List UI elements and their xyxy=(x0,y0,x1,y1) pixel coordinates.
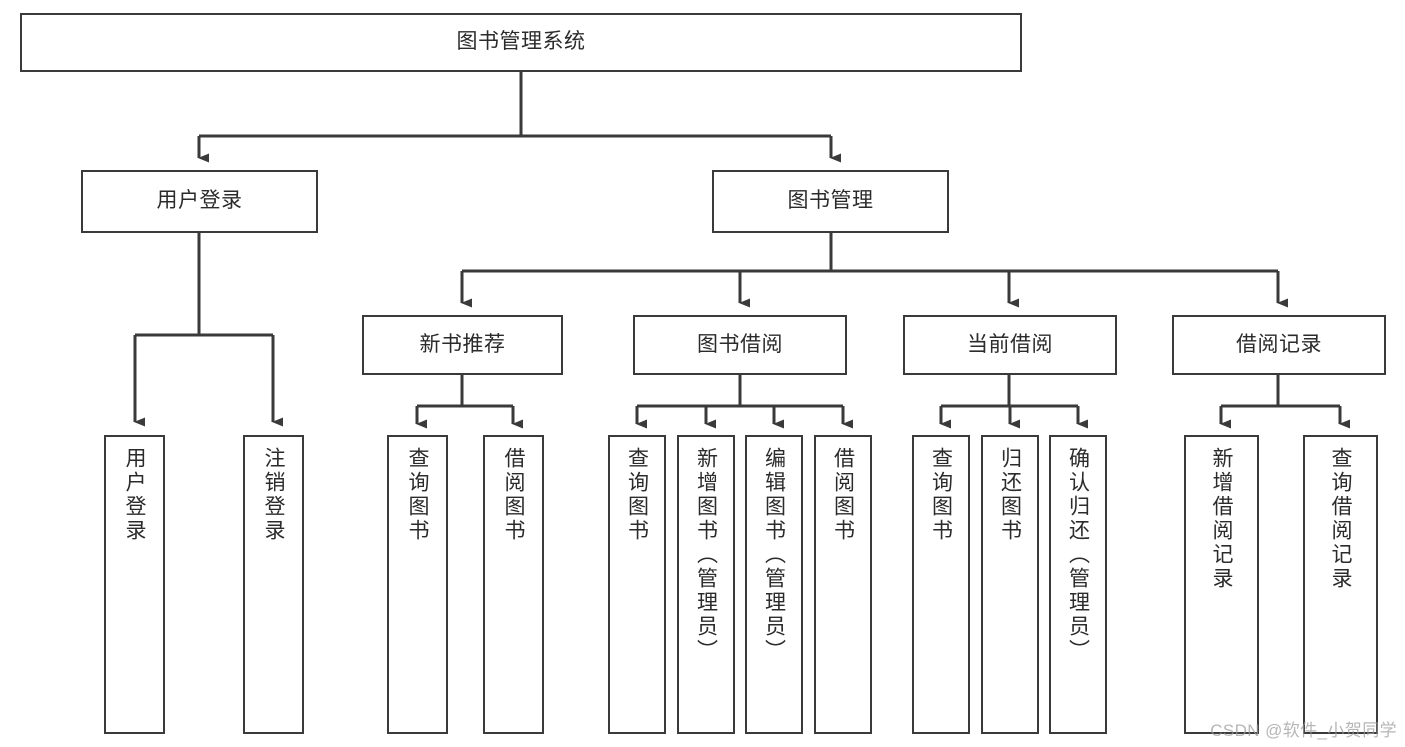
node-leaf-add-record-label: 新增借阅记录 xyxy=(1210,447,1233,591)
node-leaf-borrow-book-2[interactable]: 借阅图书 xyxy=(814,435,872,734)
node-root-label: 图书管理系统 xyxy=(456,30,586,54)
node-new-book-recommend-label: 新书推荐 xyxy=(419,332,506,356)
node-leaf-query-book-2-label: 查询图书 xyxy=(625,447,649,543)
node-leaf-logout-login-label: 注销登录 xyxy=(262,447,285,543)
node-leaf-edit-book[interactable]: 编辑图书（管理员） xyxy=(745,435,803,734)
node-leaf-query-book-3-label: 查询图书 xyxy=(929,447,953,543)
node-borrow-record-label: 借阅记录 xyxy=(1236,332,1322,356)
node-leaf-add-book[interactable]: 新增图书（管理员） xyxy=(677,435,735,734)
node-book-manage[interactable]: 图书管理 xyxy=(712,170,949,233)
node-leaf-query-record[interactable]: 查询借阅记录 xyxy=(1303,435,1378,734)
node-leaf-query-book-3[interactable]: 查询图书 xyxy=(912,435,970,734)
node-leaf-user-login[interactable]: 用户登录 xyxy=(104,435,165,734)
node-leaf-add-book-label: 新增图书（管理员） xyxy=(694,447,718,663)
node-current-borrow-label: 当前借阅 xyxy=(967,332,1053,356)
node-leaf-confirm-return-label: 确认归还（管理员） xyxy=(1066,447,1090,663)
node-user-login-label: 用户登录 xyxy=(156,189,243,213)
node-new-book-recommend[interactable]: 新书推荐 xyxy=(362,315,563,375)
node-leaf-query-book-1-label: 查询图书 xyxy=(406,447,429,543)
node-leaf-borrow-book-2-label: 借阅图书 xyxy=(831,447,855,543)
node-leaf-add-record[interactable]: 新增借阅记录 xyxy=(1184,435,1259,734)
node-leaf-query-record-label: 查询借阅记录 xyxy=(1329,447,1352,591)
node-leaf-confirm-return[interactable]: 确认归还（管理员） xyxy=(1049,435,1107,734)
node-book-borrow[interactable]: 图书借阅 xyxy=(633,315,847,375)
node-leaf-query-book-2[interactable]: 查询图书 xyxy=(608,435,666,734)
node-borrow-record[interactable]: 借阅记录 xyxy=(1172,315,1386,375)
node-book-borrow-label: 图书借阅 xyxy=(697,332,783,356)
node-current-borrow[interactable]: 当前借阅 xyxy=(903,315,1117,375)
node-leaf-borrow-book-1-label: 借阅图书 xyxy=(502,447,525,543)
node-leaf-query-book-1[interactable]: 查询图书 xyxy=(387,435,448,734)
node-book-manage-label: 图书管理 xyxy=(787,189,874,213)
node-leaf-borrow-book-1[interactable]: 借阅图书 xyxy=(483,435,544,734)
node-leaf-user-login-label: 用户登录 xyxy=(123,447,146,543)
node-leaf-logout-login[interactable]: 注销登录 xyxy=(243,435,304,734)
node-leaf-return-book[interactable]: 归还图书 xyxy=(981,435,1039,734)
node-user-login[interactable]: 用户登录 xyxy=(81,170,318,233)
node-leaf-return-book-label: 归还图书 xyxy=(998,447,1022,543)
node-leaf-edit-book-label: 编辑图书（管理员） xyxy=(762,447,786,663)
node-root[interactable]: 图书管理系统 xyxy=(20,13,1022,72)
